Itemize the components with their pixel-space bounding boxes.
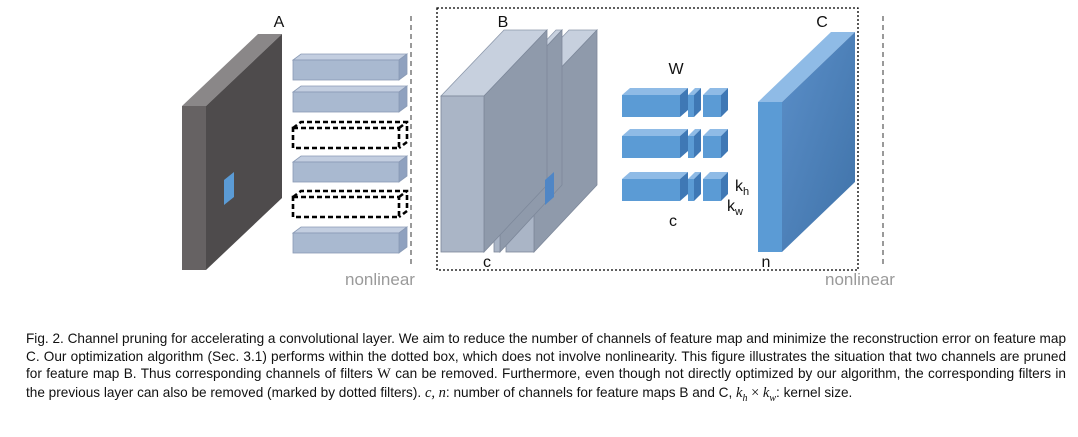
caption-part-3: : number of channels for feature maps B …: [445, 384, 737, 400]
feature-map-b: [440, 28, 598, 254]
caption-symbol-w: W: [377, 366, 391, 383]
label-n: n: [762, 254, 771, 271]
filter-w-1: [622, 88, 728, 117]
caption-symbol-kw: kw: [762, 384, 777, 404]
label-c-channels-b: c: [483, 254, 491, 271]
channel-pruning-diagram: A: [182, 7, 895, 289]
figure-caption: Fig. 2. Channel pruning for accelerating…: [26, 330, 1066, 407]
caption-symbol-cn: c, n: [424, 384, 446, 401]
caption-part-4: : kernel size.: [776, 384, 853, 400]
label-kw: kw: [727, 198, 743, 218]
label-w: W: [668, 61, 684, 78]
prev-filter-3: [291, 155, 409, 183]
optimization-dotted-box: [436, 7, 859, 271]
prev-filter-pruned-2: [291, 189, 409, 219]
feature-map-c: [758, 32, 855, 252]
prev-filter-1: [291, 53, 409, 81]
caption-part-1: Fig. 2. Channel pruning for accelerating…: [26, 331, 1066, 382]
label-c: C: [816, 14, 828, 31]
filter-w-2: [622, 129, 728, 158]
nonlinear-label-right: nonlinear: [825, 270, 895, 289]
prev-layer-filters: [291, 53, 409, 254]
caption-text: Fig. 2. Channel pruning for accelerating…: [26, 330, 1066, 407]
filters-w: [622, 88, 728, 201]
label-kh: kh: [735, 178, 749, 198]
caption-part-2: can be removed. Furthermore, even though…: [26, 366, 1066, 400]
caption-symbol-kh: kh: [736, 384, 748, 404]
label-c-filters: c: [669, 213, 677, 230]
prev-filter-4: [291, 226, 409, 254]
nonlinear-label-left: nonlinear: [345, 270, 415, 289]
label-b: B: [498, 14, 509, 31]
prev-filter-pruned-1: [291, 120, 409, 150]
prev-filter-2: [291, 85, 409, 113]
label-a: A: [274, 14, 285, 31]
feature-map-a: [182, 34, 282, 270]
filter-w-3: [622, 172, 728, 201]
caption-symbol-times: ×: [747, 384, 763, 401]
